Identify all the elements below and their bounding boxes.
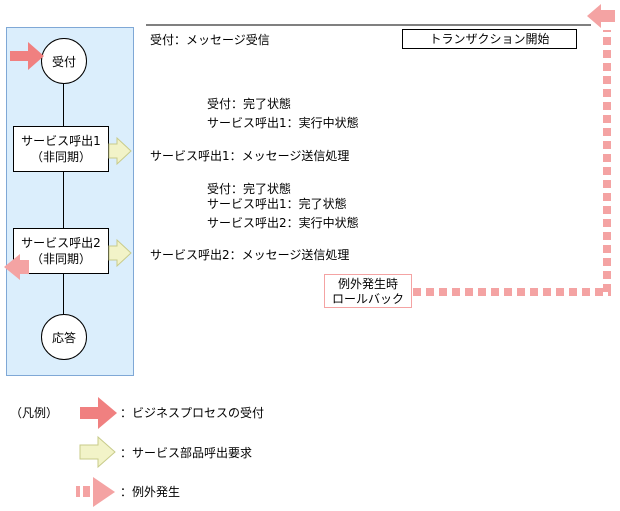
legend-receipt-arrow: [80, 397, 117, 429]
transaction-start-box: トランザクション開始: [402, 29, 577, 49]
flow-line: [63, 274, 64, 314]
legend-exception-arrow: [83, 486, 90, 497]
state-text: サービス呼出2：実行中状態: [207, 216, 359, 230]
legend-receipt-label: ：ビジネスプロセスの受付: [120, 406, 265, 420]
legend-exception-arrow: [93, 477, 115, 507]
legend-service-label: ：サービス部品呼出要求: [120, 446, 253, 460]
flow-line: [63, 84, 64, 126]
call2-message: サービス呼出2：メッセージ送信処理: [150, 248, 350, 262]
exception-arrow-call2: [4, 254, 29, 280]
response-node: 応答: [41, 314, 87, 360]
rollback-arrowhead: [587, 4, 615, 28]
rollback-box: 例外発生時ロールバック: [324, 274, 412, 308]
receipt-arrow: [10, 42, 44, 70]
receipt-node: 受付: [41, 38, 87, 84]
call1-message: サービス呼出1：メッセージ送信処理: [150, 149, 350, 163]
service-call-arrow-2: [108, 238, 132, 268]
service-call-2-node: サービス呼出2（非同期）: [13, 228, 109, 274]
legend-title: （凡例）: [10, 406, 59, 420]
flow-line: [63, 172, 64, 228]
receipt-message: 受付：メッセージ受信: [150, 33, 270, 47]
state-text: 受付：完了状態: [207, 182, 292, 196]
service-call-arrow-1: [108, 136, 132, 166]
legend-exception-label: ：例外発生: [120, 485, 181, 499]
legend-exception-arrow: [76, 486, 80, 497]
state-text: サービス呼出1：実行中状態: [207, 116, 359, 130]
legend-service-arrow: [79, 435, 116, 469]
state-text: サービス呼出1：完了状態: [207, 197, 347, 211]
state-text: 受付：完了状態: [207, 97, 292, 111]
service-call-1-node: サービス呼出1（非同期）: [13, 126, 109, 172]
